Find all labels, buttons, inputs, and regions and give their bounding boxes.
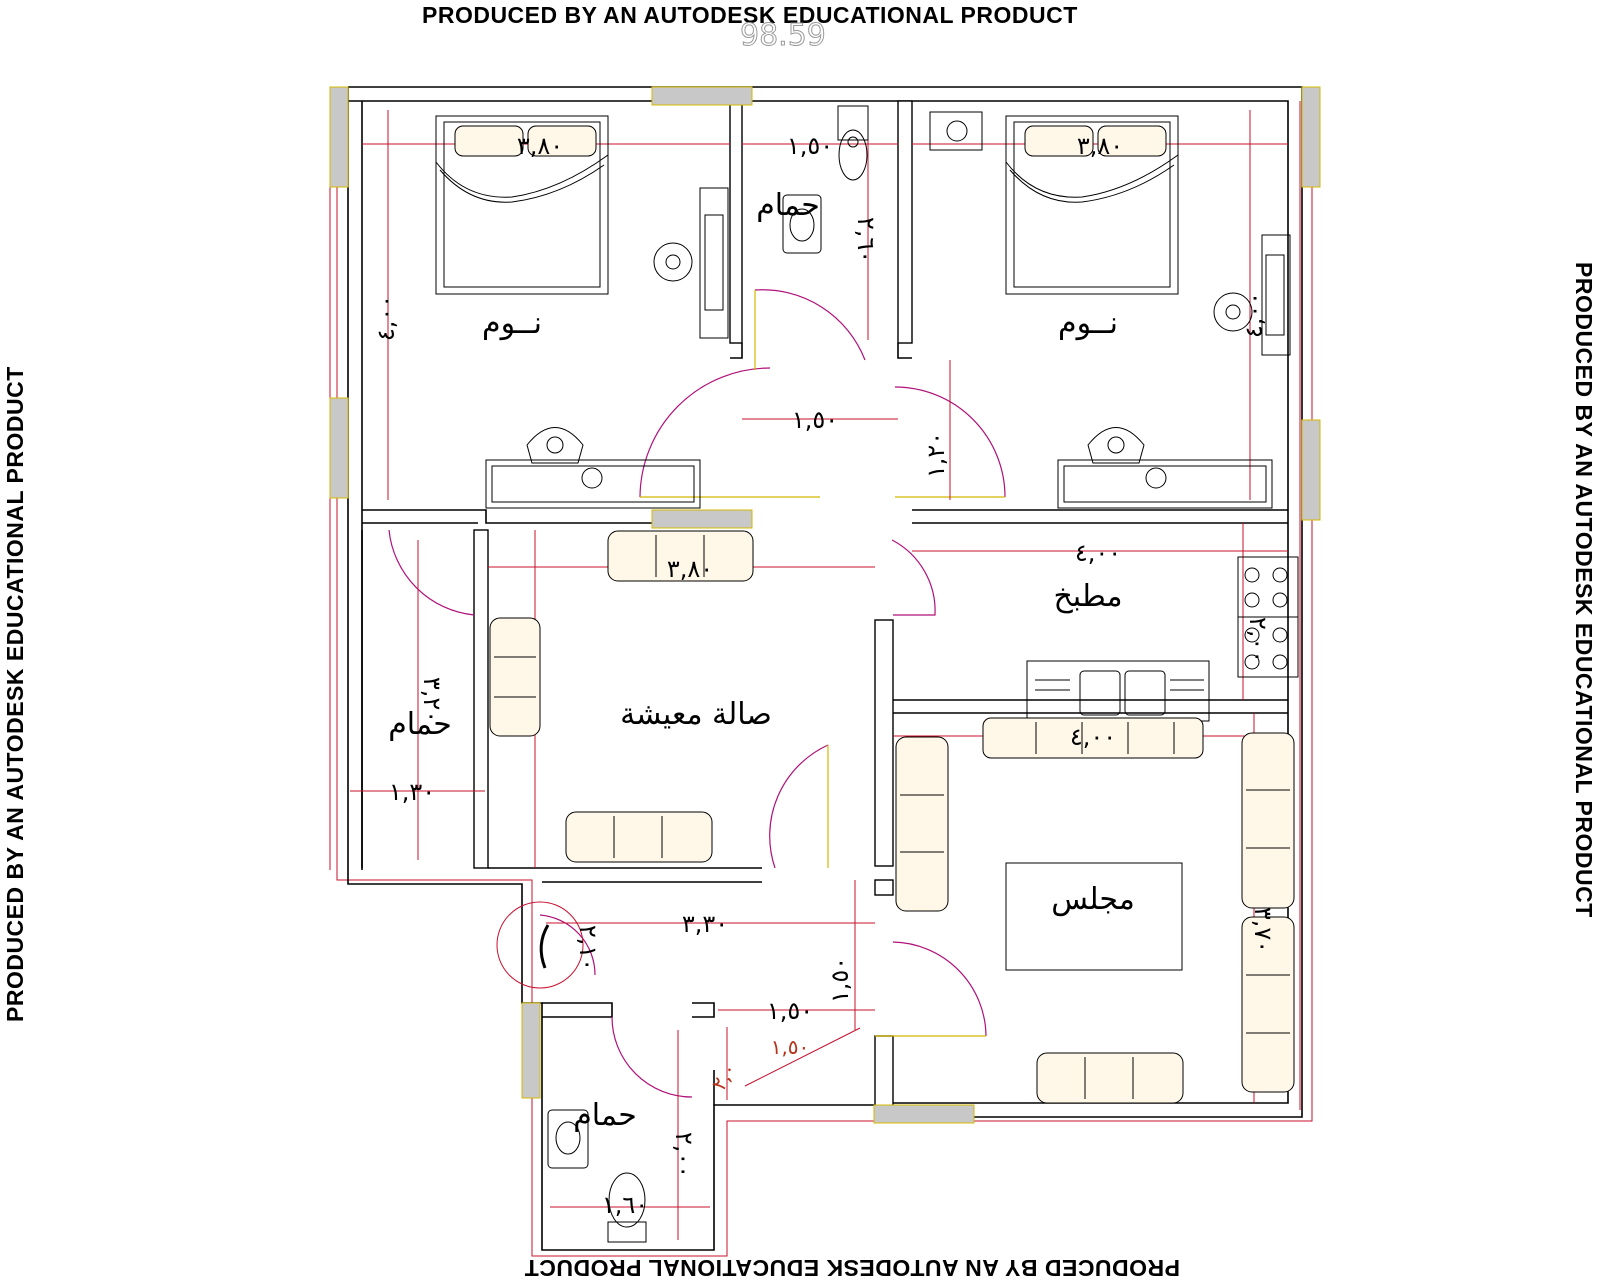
- dim-small-depth: ٢,١٠: [574, 925, 602, 971]
- interior-walls: [361, 100, 1288, 1117]
- windows: [329, 86, 1321, 1124]
- room-label-bath-bottom: حمام: [573, 1098, 637, 1133]
- faint-number: 98.59: [740, 18, 826, 53]
- dim-majlis-depth: ٣,٧٠: [1249, 907, 1277, 953]
- dim-stair-side: ٢,٠: [707, 1058, 742, 1094]
- room-label-bedroom-left: نــوم: [482, 306, 542, 341]
- dim-stair-red: ١,٥٠: [771, 1035, 810, 1059]
- living-sofa-bottom: [565, 811, 713, 863]
- dim-bed-left-width: ٣,٨٠: [517, 132, 563, 160]
- bed-right: [1005, 115, 1179, 295]
- dim-living-width: ٣,٨٠: [667, 555, 713, 583]
- majlis-sofa-left: [895, 736, 949, 912]
- sink-right: [929, 111, 983, 151]
- doors: [388, 289, 1006, 1098]
- bed-left: [435, 115, 609, 295]
- stove: [1237, 556, 1299, 678]
- room-label-kitchen: مطبخ: [1053, 579, 1122, 614]
- kitchen-sink: [1026, 660, 1210, 722]
- room-label-bath-top: حمام: [756, 188, 820, 223]
- living-sofa-top: [607, 530, 754, 582]
- majlis-sofa-bottom: [1036, 1052, 1184, 1104]
- room-label-majlis: مجلس: [1051, 882, 1135, 917]
- bath-top-fixtures: [782, 105, 869, 254]
- dim-corridor-depth: ١,٢٠: [922, 432, 950, 478]
- dim-kitchen-depth: ٢,٠٠: [1244, 617, 1272, 663]
- watermark-top: PRODUCED BY AN AUTODESK EDUCATIONAL PROD…: [422, 2, 1078, 28]
- dim-entry-depth: ١,٥٠: [826, 957, 854, 1003]
- dim-stair-width: ١,٥٠: [767, 997, 813, 1025]
- dim-bath-left-depth: ٣,٢٠: [418, 677, 446, 723]
- majlis-sofa-right-top: [1241, 732, 1295, 909]
- dim-bed-right-width: ٣,٨٠: [1077, 132, 1123, 160]
- nightstand-right: [1213, 234, 1291, 356]
- majlis-sofa-top: [982, 717, 1204, 759]
- dim-bath-bottom-depth: ٢,٠٠: [670, 1132, 698, 1178]
- majlis-sofa-right-bottom: [1241, 916, 1295, 1093]
- room-label-living: صالة معيشة: [620, 697, 772, 732]
- dim-bath-left-width: ١,٣٠: [389, 778, 435, 806]
- dim-bed-left-depth: ٤,٠٠: [372, 295, 400, 341]
- dim-bath-top-width: ١,٥٠: [787, 132, 833, 160]
- desk-right: [1057, 427, 1273, 509]
- room-label-bedroom-right: نــوم: [1058, 306, 1118, 341]
- dim-bath-bottom-width: ١,٦٠: [602, 1191, 648, 1219]
- dim-hall-width: ٣,٣٠: [682, 910, 728, 938]
- dim-majlis-width: ٤,٠٠: [1070, 723, 1116, 751]
- bath-bottom-fixtures: [547, 1109, 647, 1243]
- dim-bath-top-depth: ٢,٦٠: [852, 217, 880, 263]
- nightstand-left: [653, 187, 729, 339]
- room-label-bath-left: حمام: [388, 707, 452, 742]
- dim-kitchen-width: ٤,٠٠: [1075, 539, 1121, 567]
- dim-corridor-width: ١,٥٠: [792, 406, 838, 434]
- living-sofa-left: [489, 617, 541, 737]
- desk-left: [485, 427, 701, 509]
- dim-bed-right-depth: ٤,٠٠: [1240, 292, 1268, 338]
- majlis-table: [1005, 862, 1183, 971]
